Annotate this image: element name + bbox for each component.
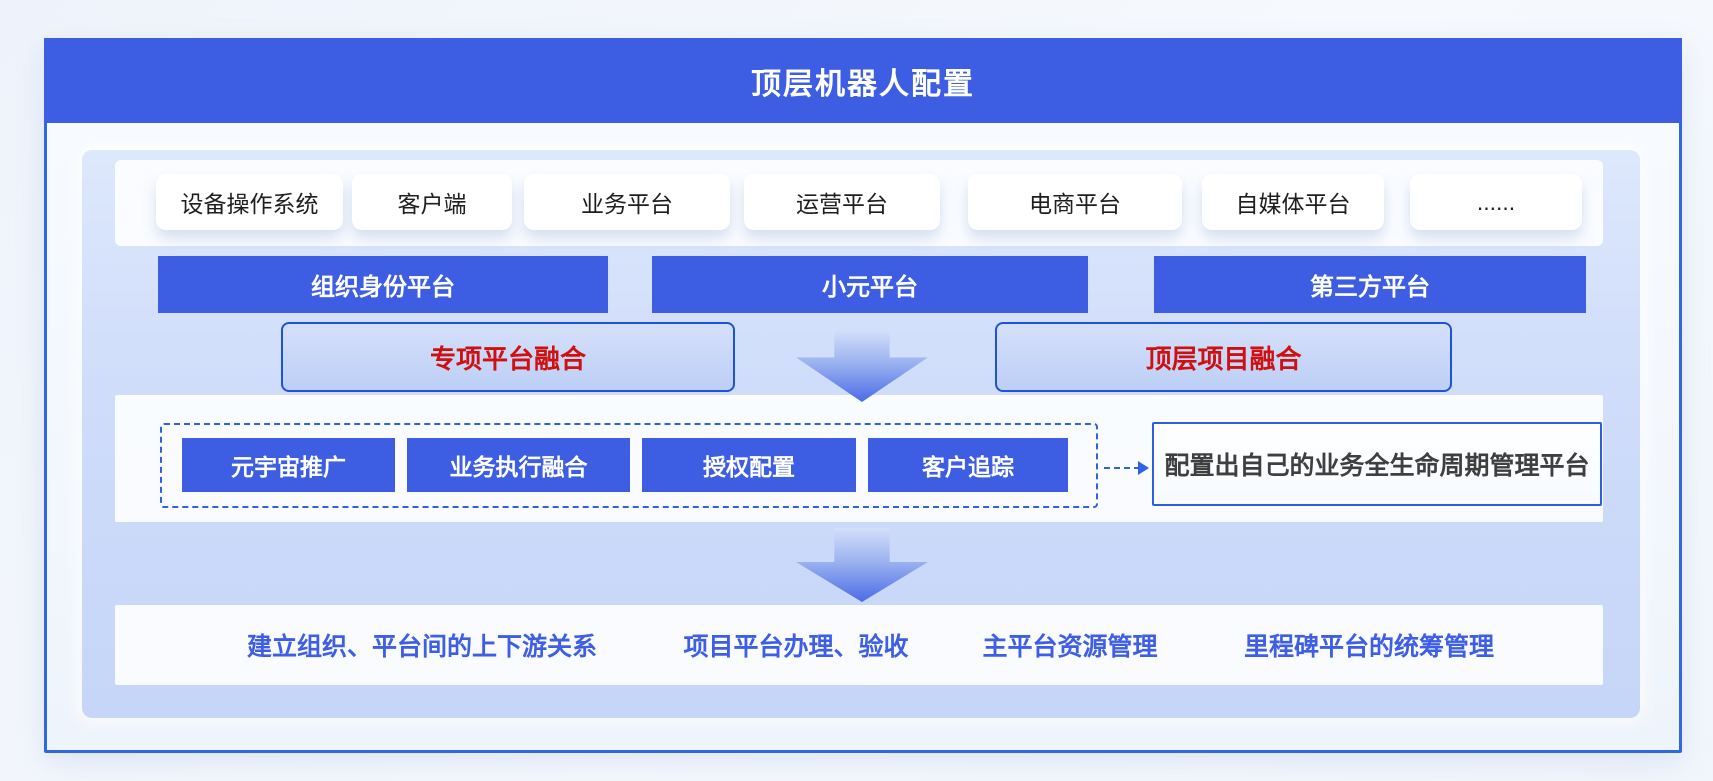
platform-label: 业务平台: [581, 191, 673, 217]
fusion-box-top-project: 顶层项目融合: [995, 322, 1452, 392]
platform-box-more: ......: [1410, 174, 1582, 230]
capabilities-strip: [115, 605, 1603, 685]
platform-label: ......: [1476, 188, 1516, 215]
core-platform-label: 第三方平台: [1310, 274, 1430, 301]
platform-label: 客户端: [397, 191, 467, 217]
platform-box-operations: 运营平台: [744, 174, 940, 230]
platform-label: 自媒体平台: [1235, 191, 1351, 217]
capability-label: 里程碑平台的统筹管理: [1243, 633, 1495, 661]
module-box-execution-fusion: 业务执行融合: [407, 438, 630, 492]
platform-label: 设备操作系统: [180, 191, 319, 217]
module-label: 元宇宙推广: [231, 454, 346, 480]
module-box-metaverse: 元宇宙推广: [182, 438, 395, 492]
module-box-authorization: 授权配置: [642, 438, 856, 492]
capability-label: 项目平台办理、验收: [683, 633, 909, 661]
platform-box-ecommerce: 电商平台: [968, 174, 1182, 230]
capability-label: 主平台资源管理: [982, 633, 1158, 661]
platform-box-business: 业务平台: [524, 174, 730, 230]
modules-dashed-container: [160, 423, 1098, 508]
fusion-label: 顶层项目融合: [1145, 343, 1302, 374]
platform-box-client: 客户端: [352, 174, 512, 230]
capability-milestone-management: 里程碑平台的统筹管理: [1244, 605, 1494, 685]
module-box-customer-tracking: 客户追踪: [868, 438, 1068, 492]
title-bar: 顶层机器人配置: [44, 38, 1682, 123]
core-platform-label: 小元平台: [822, 274, 918, 301]
page-title: 顶层机器人配置: [751, 67, 975, 101]
result-box-lifecycle-platform: 配置出自己的业务全生命周期管理平台: [1152, 422, 1602, 506]
core-platform-label: 组织身份平台: [311, 274, 455, 301]
core-platform-box-third-party: 第三方平台: [1154, 256, 1586, 313]
result-label: 配置出自己的业务全生命周期管理平台: [1164, 452, 1590, 480]
platform-box-device-os: 设备操作系统: [156, 174, 343, 230]
core-platform-box-org-identity: 组织身份平台: [158, 256, 608, 313]
capability-project-acceptance: 项目平台办理、验收: [683, 605, 908, 685]
fusion-label: 专项平台融合: [429, 343, 586, 374]
capability-upstream-downstream: 建立组织、平台间的上下游关系: [247, 605, 597, 685]
core-platform-box-xiaoyuan: 小元平台: [652, 256, 1088, 313]
module-label: 授权配置: [703, 454, 795, 480]
capability-label: 建立组织、平台间的上下游关系: [246, 633, 598, 661]
module-label: 业务执行融合: [449, 454, 588, 480]
module-label: 客户追踪: [922, 454, 1014, 480]
platform-label: 运营平台: [796, 191, 888, 217]
fusion-box-special-platform: 专项平台融合: [281, 322, 735, 392]
capability-resource-management: 主平台资源管理: [982, 605, 1157, 685]
platform-label: 电商平台: [1029, 191, 1121, 217]
right-dashed-arrowhead-icon: [1138, 461, 1156, 475]
platform-box-media: 自媒体平台: [1202, 174, 1384, 230]
right-dashed-arrow-icon: [1104, 467, 1140, 469]
